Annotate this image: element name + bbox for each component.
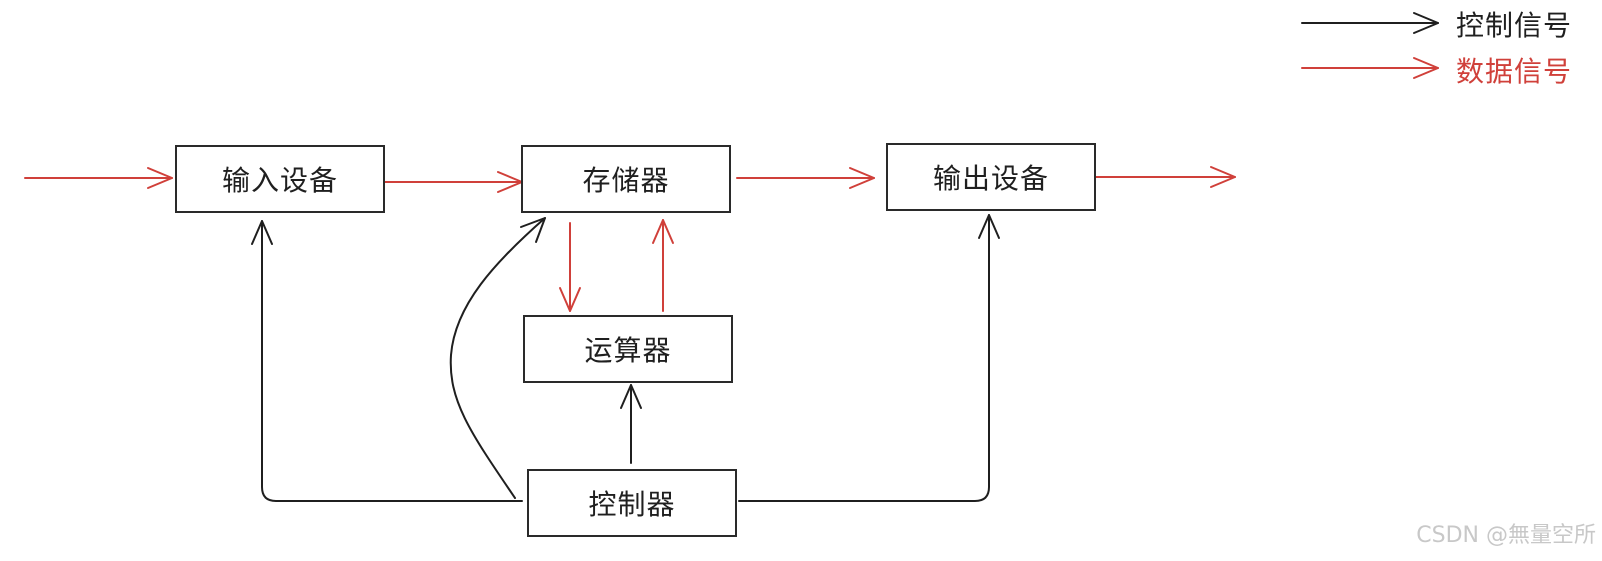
output-device-box: 输出设备 [886, 143, 1096, 211]
control-arrow-to-input [251, 220, 523, 502]
input-device-box: 输入设备 [175, 145, 385, 213]
memory-box: 存储器 [521, 145, 731, 213]
data-arrow-input-to-memory [383, 171, 523, 193]
legend-control-arrow [1301, 12, 1439, 34]
control-arrow-to-alu [620, 384, 642, 464]
data-arrow-output-to-external [1094, 166, 1236, 188]
alu-box: 运算器 [523, 315, 733, 383]
legend-data-arrow [1301, 57, 1439, 79]
legend-control-label: 控制信号 [1456, 9, 1573, 42]
control-arrow-to-memory [449, 217, 546, 499]
controller-box: 控制器 [527, 469, 737, 537]
legend-data-label: 数据信号 [1456, 55, 1573, 88]
data-arrow-memory-to-alu [559, 222, 581, 312]
data-arrow-memory-to-output [736, 167, 875, 189]
watermark-text: CSDN @無量空所 [1416, 523, 1596, 548]
data-arrow-alu-to-memory [652, 219, 674, 312]
data-arrow-external-to-input [24, 167, 173, 189]
control-arrow-to-output [738, 214, 1000, 502]
